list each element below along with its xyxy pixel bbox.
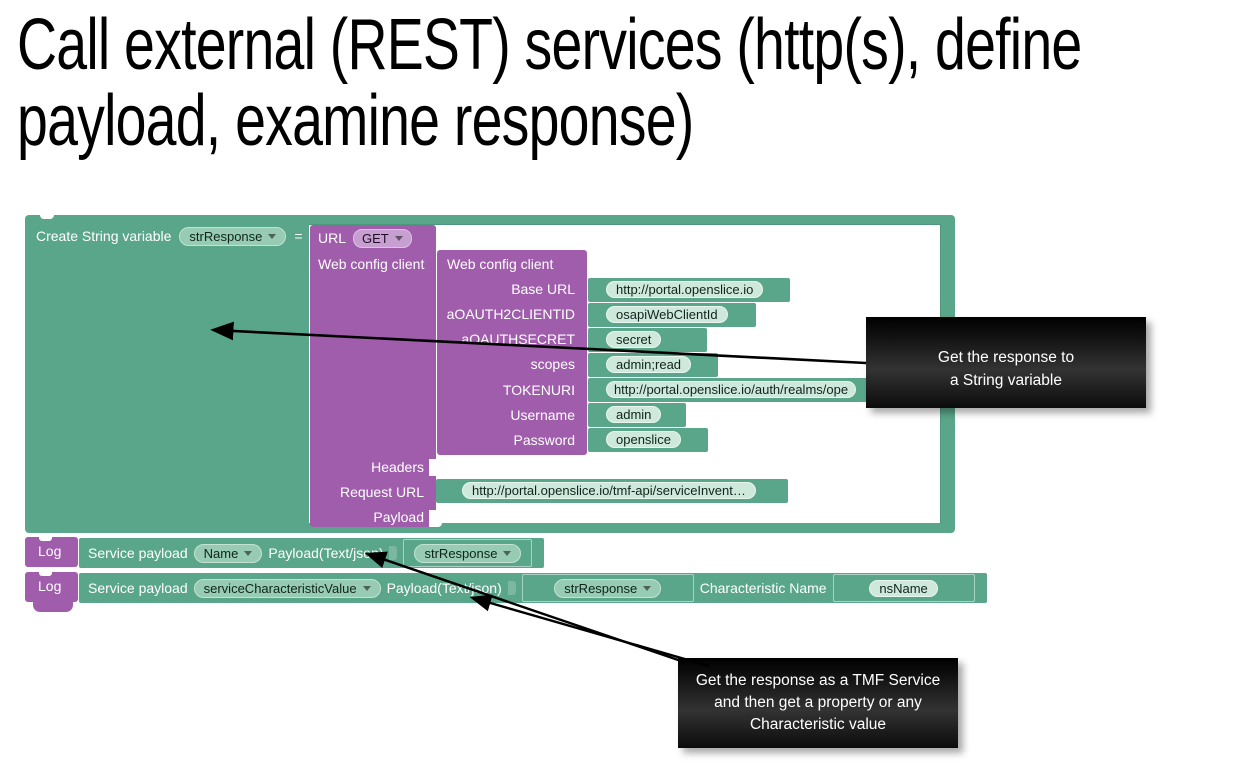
dropdown-caret-icon: [268, 233, 277, 239]
service-payload-row-1[interactable]: Service payload Name Payload(Text/json) …: [79, 538, 545, 568]
text-field[interactable]: nsName: [869, 579, 938, 597]
value-block-username[interactable]: admin: [588, 403, 686, 427]
equals-sign: =: [294, 228, 303, 244]
request-url-label: Request URL: [339, 484, 424, 500]
service-payload-label: Service payload: [88, 580, 188, 596]
text-field[interactable]: http://portal.openslice.io/tmf-api/servi…: [462, 482, 756, 499]
service-payload-label: Service payload: [88, 545, 188, 561]
value-block-tokenuri[interactable]: http://portal.openslice.io/auth/realms/o…: [588, 378, 868, 402]
field-label-tokenuri: TOKENURI: [502, 382, 575, 398]
slide-title: Call external (REST) services (http(s), …: [17, 5, 1082, 161]
dropdown-caret-icon: [643, 585, 652, 591]
web-config-client-title: Web config client: [447, 256, 554, 272]
characteristic-value-block[interactable]: nsName: [832, 574, 975, 602]
log-label: Log: [38, 578, 62, 594]
block-top-notch: [40, 215, 54, 219]
dropdown-caret-icon: [362, 585, 371, 591]
payload-label: Payload: [373, 509, 424, 525]
log-block-2[interactable]: Log: [25, 572, 78, 602]
dropdown-caret-icon: [244, 550, 253, 556]
arrow-to-log2: [469, 594, 710, 668]
block-bottom-tab: [33, 602, 73, 612]
value-block-base-url[interactable]: http://portal.openslice.io: [588, 278, 790, 302]
dropdown-caret-icon: [394, 235, 403, 241]
variable-get-block[interactable]: strResponse: [403, 539, 533, 567]
text-field[interactable]: admin: [606, 406, 662, 423]
property-dropdown[interactable]: Name: [193, 543, 263, 563]
url-header-row: URL GET: [318, 227, 412, 249]
field-label-base-url: Base URL: [511, 281, 575, 297]
text-field[interactable]: secret: [606, 331, 662, 348]
variable-get-block[interactable]: strResponse: [521, 574, 694, 602]
url-block[interactable]: [310, 225, 436, 527]
text-field[interactable]: http://portal.openslice.io/auth/realms/o…: [606, 381, 856, 398]
text-field[interactable]: http://portal.openslice.io: [606, 281, 764, 298]
log-label: Log: [38, 543, 62, 559]
value-block-password[interactable]: openslice: [588, 428, 708, 452]
field-label-username: Username: [510, 407, 575, 423]
value-block-request-url[interactable]: http://portal.openslice.io/tmf-api/servi…: [436, 479, 788, 503]
variable-dropdown[interactable]: strResponse: [179, 226, 287, 246]
payload-empty-socket[interactable]: [429, 510, 442, 527]
text-field[interactable]: openslice: [606, 431, 681, 448]
payload-type-label: Payload(Text/json): [268, 545, 384, 561]
property-dropdown[interactable]: serviceCharacteristicValue: [193, 578, 381, 598]
field-label-scopes: scopes: [530, 356, 575, 372]
create-variable-header: Create String variable strResponse =: [36, 225, 320, 247]
callout-string-variable: Get the response to a String variable: [866, 317, 1146, 408]
headers-label: Headers: [371, 459, 424, 475]
text-field[interactable]: osapiWebClientId: [606, 306, 728, 323]
field-label-oauth2clientid: aOAUTH2CLIENTID: [446, 306, 575, 322]
create-variable-label: Create String variable: [36, 228, 172, 244]
characteristic-name-label: Characteristic Name: [699, 580, 827, 596]
field-label-oauthsecret: aOAUTHSECRET: [461, 331, 575, 347]
http-method-dropdown[interactable]: GET: [353, 228, 412, 248]
log-block-1[interactable]: Log: [25, 537, 78, 567]
web-config-socket-label: Web config client: [318, 256, 425, 272]
value-block-oauthsecret[interactable]: secret: [588, 328, 707, 352]
variable-dropdown[interactable]: strResponse: [554, 578, 662, 598]
block-top-notch: [39, 572, 52, 576]
value-socket-tab: [389, 546, 398, 560]
variable-dropdown[interactable]: strResponse: [414, 543, 522, 563]
callout-tmf-service: Get the response as a TMF Service and th…: [678, 658, 958, 748]
value-socket-tab: [507, 581, 516, 595]
block-top-notch: [39, 537, 52, 541]
headers-empty-socket[interactable]: [429, 459, 442, 476]
text-field[interactable]: admin;read: [606, 356, 692, 373]
value-block-scopes[interactable]: admin;read: [588, 353, 718, 377]
payload-type-label: Payload(Text/json): [386, 580, 502, 596]
dropdown-caret-icon: [503, 550, 512, 556]
arrow-to-log1: [364, 551, 685, 664]
field-label-password: Password: [513, 432, 575, 448]
value-block-oauth2clientid[interactable]: osapiWebClientId: [588, 303, 756, 327]
url-label: URL: [318, 230, 347, 246]
service-payload-row-2[interactable]: Service payload serviceCharacteristicVal…: [79, 573, 987, 603]
